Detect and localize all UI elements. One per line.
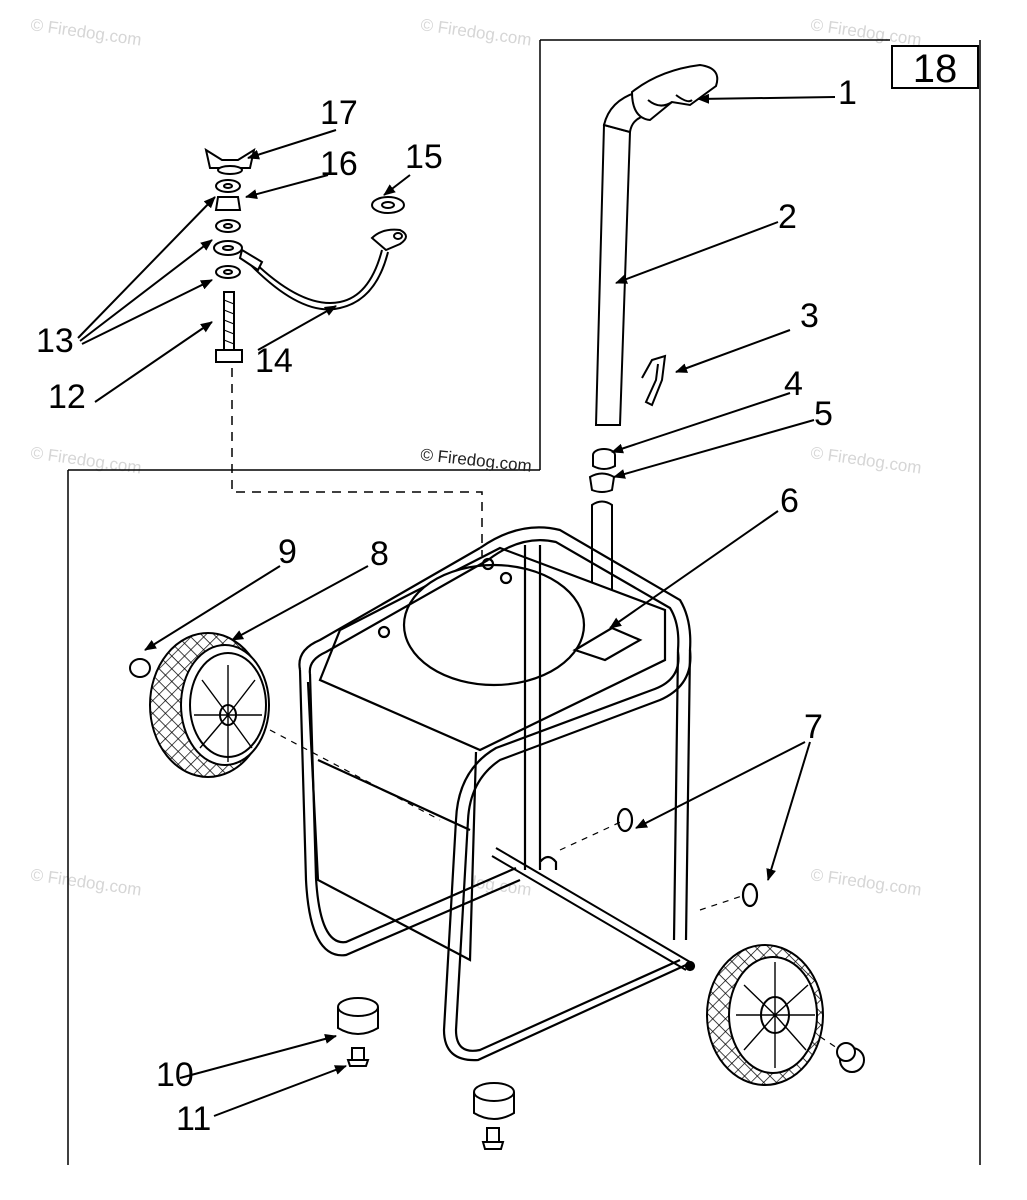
callout-17: 17	[320, 94, 358, 132]
callout-2: 2	[778, 198, 797, 236]
callout-leaders	[77, 93, 836, 1117]
callout-4: 4	[784, 365, 803, 403]
handle-grip	[630, 63, 719, 122]
callout-7: 7	[804, 708, 823, 746]
rubber-foot	[473, 1082, 515, 1120]
callout-5: 5	[814, 395, 833, 433]
left-wheel	[149, 632, 270, 778]
callout-14: 14	[255, 342, 293, 380]
watermark: © Firedog.com	[29, 865, 142, 899]
watermark: © Firedog.com	[809, 15, 922, 49]
handle-assembly	[588, 63, 719, 621]
watermark: © Firedog.com	[809, 443, 922, 477]
clip-pin	[641, 354, 667, 407]
deck-hole	[402, 563, 586, 687]
mounting-leader	[231, 368, 483, 556]
page-number-box: 18	[891, 45, 979, 91]
handle-tube	[594, 123, 632, 426]
callout-16: 16	[320, 145, 358, 183]
callout-11: 11	[176, 1100, 211, 1138]
callout-3: 3	[800, 297, 819, 335]
callout-10: 10	[156, 1056, 194, 1094]
terminal-washer	[371, 196, 405, 214]
copyright-watermark: © Firedog.com	[420, 445, 533, 476]
hardware-stack	[204, 147, 256, 363]
bushing-lower	[588, 472, 616, 493]
watermark: © Firedog.com	[419, 15, 532, 49]
foot-screw	[481, 1127, 505, 1150]
page-frame	[67, 39, 981, 1165]
callout-1: 1	[838, 74, 857, 112]
axle-spacer	[616, 807, 634, 833]
cart-frame	[269, 526, 841, 1062]
watermark: © Firedog.com	[809, 865, 922, 899]
watermark: © Firedog.com	[29, 15, 142, 49]
rubber-foot	[337, 997, 379, 1035]
callout-9: 9	[278, 533, 297, 571]
callout-8: 8	[370, 535, 389, 573]
ground-strap	[238, 228, 407, 311]
callout-13: 13	[36, 322, 74, 360]
page-number: 18	[913, 47, 958, 91]
wheel-cap-left	[129, 658, 151, 678]
wheel-cap-right	[836, 1042, 865, 1073]
right-wheel	[706, 944, 824, 1086]
callout-labels: 1 2 3 4 5 6 7 8 9 10 11 12 13 14 15 16 1…	[36, 74, 857, 1138]
callout-6: 6	[780, 482, 799, 520]
watermark: © Firedog.com	[29, 443, 142, 477]
callout-15: 15	[405, 138, 443, 176]
callout-12: 12	[48, 378, 86, 416]
foot-screw	[346, 1047, 370, 1067]
axle	[491, 847, 691, 971]
